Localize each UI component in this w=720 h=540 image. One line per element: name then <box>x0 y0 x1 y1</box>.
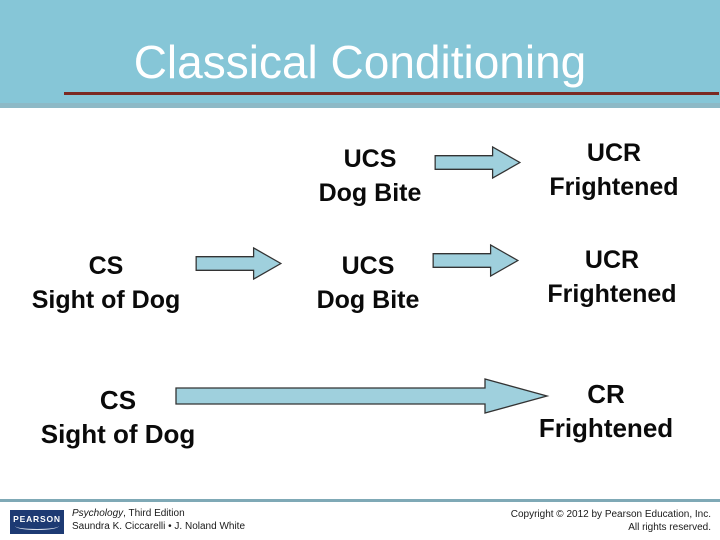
row2-ucr-cell: UCR Frightened <box>547 243 676 311</box>
arrow-right-icon <box>431 242 521 279</box>
book-authors: Saundra K. Ciccarelli • J. Noland White <box>72 521 246 532</box>
row3-cs-label: CS <box>99 385 137 415</box>
book-edition: , Third Edition <box>123 508 185 519</box>
row3-cr-sublabel: Frightened <box>538 413 674 443</box>
row2-ucs-sublabel: Dog Bite <box>316 286 420 314</box>
row2-ucs-cell: UCS Dog Bite <box>317 249 420 317</box>
row1-ucr-sublabel: Frightened <box>549 173 679 201</box>
row3-cs-cell: CS Sight of Dog <box>41 383 196 451</box>
slide-title: Classical Conditioning <box>133 36 587 88</box>
book-title-line: Psychology, Third Edition <box>72 507 245 520</box>
long-arrow-right-icon <box>175 377 550 415</box>
row1-stimulus-cell: UCS Dog Bite <box>319 142 422 210</box>
row2-cs-cell: CS Sight of Dog <box>32 249 181 317</box>
row3-cr-label: CR <box>587 379 625 409</box>
arrow-right-icon <box>194 245 284 282</box>
copyright-line2: All rights reserved. <box>628 522 711 533</box>
copyright-line1: Copyright © 2012 by Pearson Education, I… <box>510 509 711 520</box>
title-underline-rule <box>64 92 719 95</box>
row2-ucr-sublabel: Frightened <box>547 280 677 308</box>
row1-ucs-sublabel: Dog Bite <box>318 179 422 207</box>
pearson-logo-text: PEARSON <box>13 514 61 524</box>
pearson-logo: PEARSON <box>10 510 64 534</box>
row1-response-cell: UCR Frightened <box>549 136 678 204</box>
book-info: Psychology, Third Edition Saundra K. Cic… <box>72 507 245 533</box>
copyright-notice: Copyright © 2012 by Pearson Education, I… <box>511 508 711 534</box>
book-title: Psychology <box>72 508 124 519</box>
row1-ucr-label: UCR <box>586 139 642 167</box>
arrow-right-icon <box>433 144 523 181</box>
title-band <box>0 0 720 108</box>
pearson-swoosh-icon <box>15 522 59 530</box>
row3-cs-sublabel: Sight of Dog <box>40 419 196 449</box>
row2-cs-sublabel: Sight of Dog <box>31 286 181 314</box>
row2-ucs-label: UCS <box>341 252 395 280</box>
row1-ucs-label: UCS <box>343 145 397 173</box>
row3-cr-cell: CR Frightened <box>539 377 673 445</box>
row2-ucr-label: UCR <box>584 246 640 274</box>
row2-cs-label: CS <box>88 252 124 280</box>
footer-divider <box>0 499 720 502</box>
